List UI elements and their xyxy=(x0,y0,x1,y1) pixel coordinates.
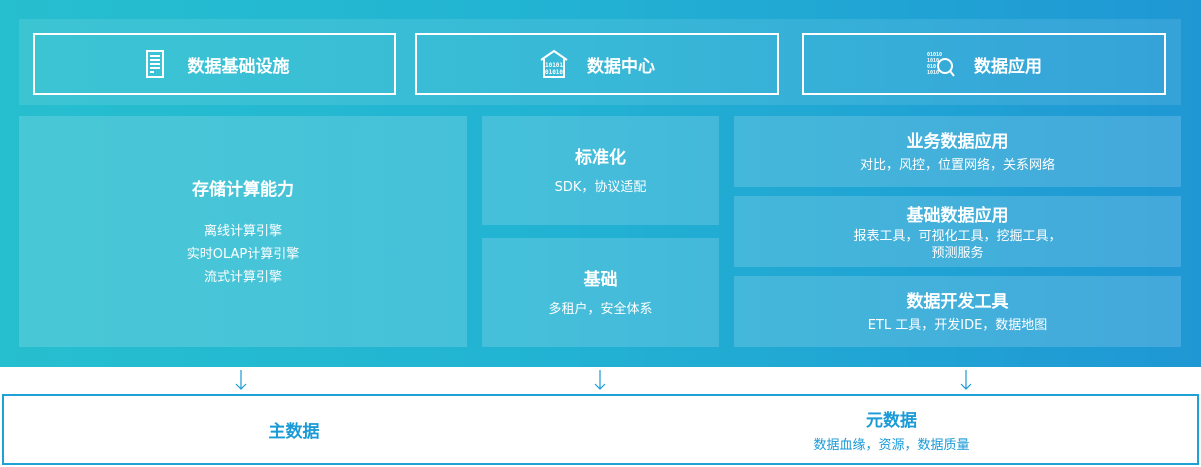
metadata-section: 元数据 数据血缘，资源，数据质量 xyxy=(584,396,1199,463)
basic-app-desc-line1: 报表工具，可视化工具，挖掘工具， xyxy=(853,229,1062,244)
dev-tools-desc: ETL 工具，开发IDE，数据地图 xyxy=(867,317,1048,333)
basic-app-desc-line2: 预测服务 xyxy=(931,246,984,261)
down-arrow-icon xyxy=(594,370,606,390)
bottom-data-box: 主数据 元数据 数据血缘，资源，数据质量 xyxy=(2,394,1199,465)
business-app-desc: 对比，风控，位置网络，关系网络 xyxy=(859,157,1055,173)
master-data-label: 主数据 xyxy=(268,422,320,442)
down-arrow-icon xyxy=(235,370,247,390)
storage-item-olap: 实时OLAP计算引擎 xyxy=(186,246,300,262)
svg-text:01010: 01010 xyxy=(927,52,942,58)
storage-title: 存储计算能力 xyxy=(192,179,294,200)
standardization-panel: 标准化 SDK，协议适配 xyxy=(482,116,719,225)
server-icon xyxy=(145,50,164,78)
foundation-desc: 多租户，安全体系 xyxy=(548,301,653,317)
metadata-title: 元数据 xyxy=(866,411,917,431)
foundation-panel: 基础 多租户，安全体系 xyxy=(482,238,719,347)
basic-app-panel: 基础数据应用 报表工具，可视化工具，挖掘工具， 预测服务 xyxy=(734,196,1181,267)
dev-tools-panel: 数据开发工具 ETL 工具，开发IDE，数据地图 xyxy=(734,276,1181,347)
background-panel xyxy=(0,0,1201,367)
svg-text:1010: 1010 xyxy=(927,58,939,64)
svg-text:1010: 1010 xyxy=(927,70,939,76)
svg-text:01010: 01010 xyxy=(545,69,563,76)
foundation-title: 基础 xyxy=(583,269,618,290)
basic-app-title: 基础数据应用 xyxy=(906,206,1009,226)
down-arrow-icon xyxy=(960,370,972,390)
header-data-center-label: 数据中心 xyxy=(587,56,655,77)
storage-item-stream: 流式计算引擎 xyxy=(203,269,282,285)
storage-compute-panel: 存储计算能力 离线计算引擎 实时OLAP计算引擎 流式计算引擎 xyxy=(19,116,467,347)
standardization-desc: SDK，协议适配 xyxy=(554,179,647,195)
header-infrastructure[interactable]: 数据基础设施 xyxy=(33,33,396,95)
warehouse-binary-icon: 10101 01010 xyxy=(540,49,568,78)
header-data-application-label: 数据应用 xyxy=(974,56,1042,77)
standardization-title: 标准化 xyxy=(575,147,626,168)
business-app-panel: 业务数据应用 对比，风控，位置网络，关系网络 xyxy=(734,116,1181,187)
storage-item-offline: 离线计算引擎 xyxy=(203,223,282,239)
svg-text:10101: 10101 xyxy=(545,62,563,69)
dev-tools-title: 数据开发工具 xyxy=(906,291,1009,312)
binary-search-icon: 01010 1010 010 1010 xyxy=(927,52,955,77)
header-data-application[interactable]: 01010 1010 010 1010 数据应用 xyxy=(802,33,1166,95)
header-data-center[interactable]: 10101 01010 数据中心 xyxy=(415,33,779,95)
metadata-desc: 数据血缘，资源，数据质量 xyxy=(813,438,970,453)
header-infrastructure-label: 数据基础设施 xyxy=(187,56,290,77)
svg-text:010: 010 xyxy=(927,64,936,70)
business-app-title: 业务数据应用 xyxy=(906,131,1009,152)
